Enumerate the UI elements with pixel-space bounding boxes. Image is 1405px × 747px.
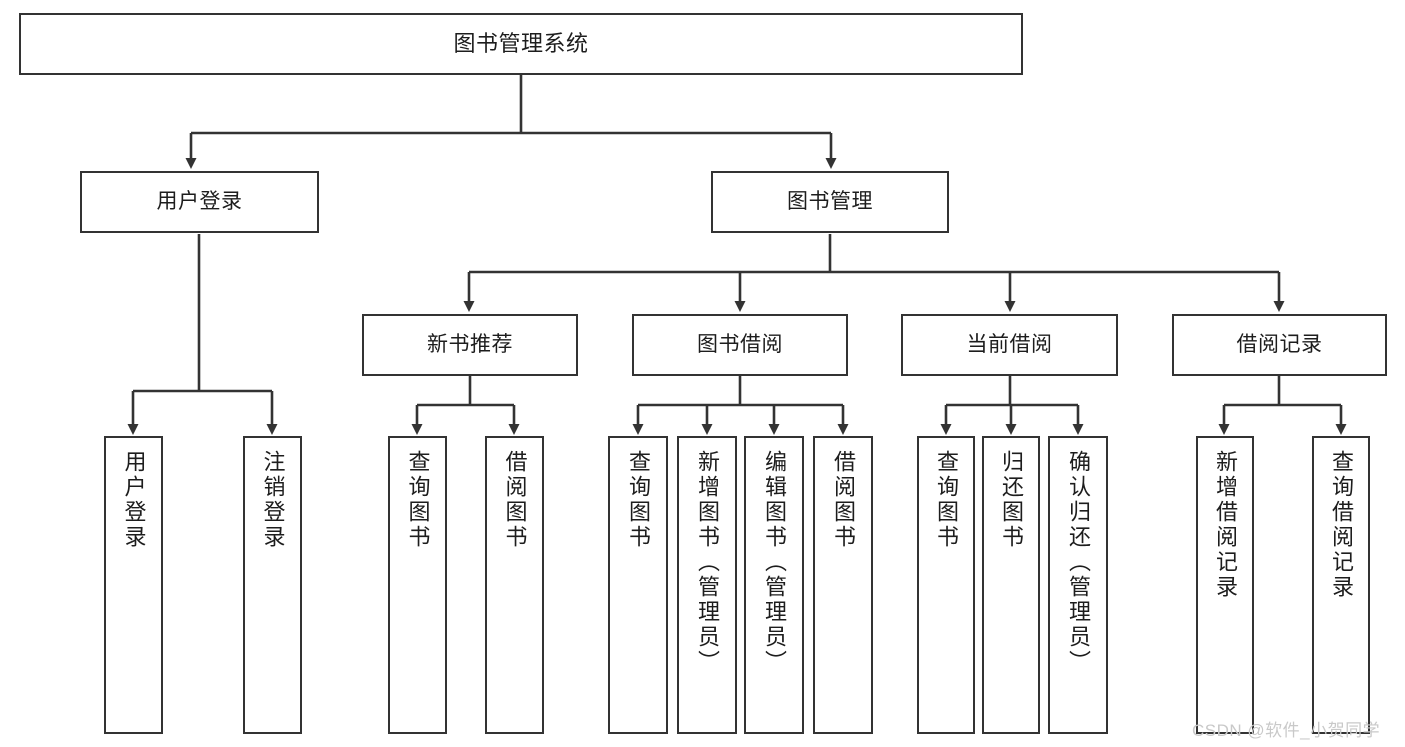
node-label: 查询借阅记录	[1329, 450, 1354, 600]
leaf-user-login-signout[interactable]: 注销登录	[243, 436, 302, 734]
node-label: 图书管理	[787, 189, 873, 213]
node-label: 查询图书	[934, 450, 959, 550]
node-label: 当前借阅	[966, 332, 1053, 356]
leaf-current-confirm-return-admin[interactable]: 确认归还（管理员）	[1048, 436, 1108, 734]
node-label: 编辑图书（管理员）	[762, 450, 787, 675]
leaf-borrow-query-book[interactable]: 查询图书	[608, 436, 668, 734]
node-label: 查询图书	[405, 450, 431, 550]
leaf-record-add-record[interactable]: 新增借阅记录	[1196, 436, 1254, 734]
node-label: 用户登录	[156, 189, 243, 213]
leaf-new-book-borrow[interactable]: 借阅图书	[485, 436, 544, 734]
leaf-record-query-record[interactable]: 查询借阅记录	[1312, 436, 1370, 734]
node-current-borrow[interactable]: 当前借阅	[901, 314, 1118, 376]
node-label: 新书推荐	[427, 332, 513, 356]
node-root-system[interactable]: 图书管理系统	[19, 13, 1023, 75]
leaf-borrow-edit-book-admin[interactable]: 编辑图书（管理员）	[744, 436, 804, 734]
node-label: 新增图书（管理员）	[695, 450, 720, 675]
csdn-watermark: CSDN @软件_小贺同学	[1192, 721, 1381, 740]
leaf-current-query-book[interactable]: 查询图书	[917, 436, 975, 734]
leaf-user-login-signin[interactable]: 用户登录	[104, 436, 163, 734]
node-book-management[interactable]: 图书管理	[711, 171, 949, 233]
node-label: 用户登录	[121, 450, 147, 550]
leaf-new-book-query[interactable]: 查询图书	[388, 436, 447, 734]
node-new-book-recommend[interactable]: 新书推荐	[362, 314, 578, 376]
node-borrow-record[interactable]: 借阅记录	[1172, 314, 1387, 376]
leaf-borrow-borrow-book[interactable]: 借阅图书	[813, 436, 873, 734]
node-label: 确认归还（管理员）	[1066, 450, 1091, 675]
node-label: 图书借阅	[697, 332, 783, 356]
node-label: 借阅图书	[831, 450, 856, 550]
leaf-borrow-add-book-admin[interactable]: 新增图书（管理员）	[677, 436, 737, 734]
node-label: 借阅图书	[502, 450, 528, 550]
node-label: 图书管理系统	[453, 31, 589, 57]
node-label: 注销登录	[260, 450, 286, 550]
node-label: 借阅记录	[1236, 332, 1323, 356]
node-user-login[interactable]: 用户登录	[80, 171, 319, 233]
node-label: 查询图书	[626, 450, 651, 550]
node-book-borrow[interactable]: 图书借阅	[632, 314, 848, 376]
node-label: 新增借阅记录	[1213, 450, 1238, 600]
leaf-current-return-book[interactable]: 归还图书	[982, 436, 1040, 734]
node-label: 归还图书	[999, 450, 1024, 550]
